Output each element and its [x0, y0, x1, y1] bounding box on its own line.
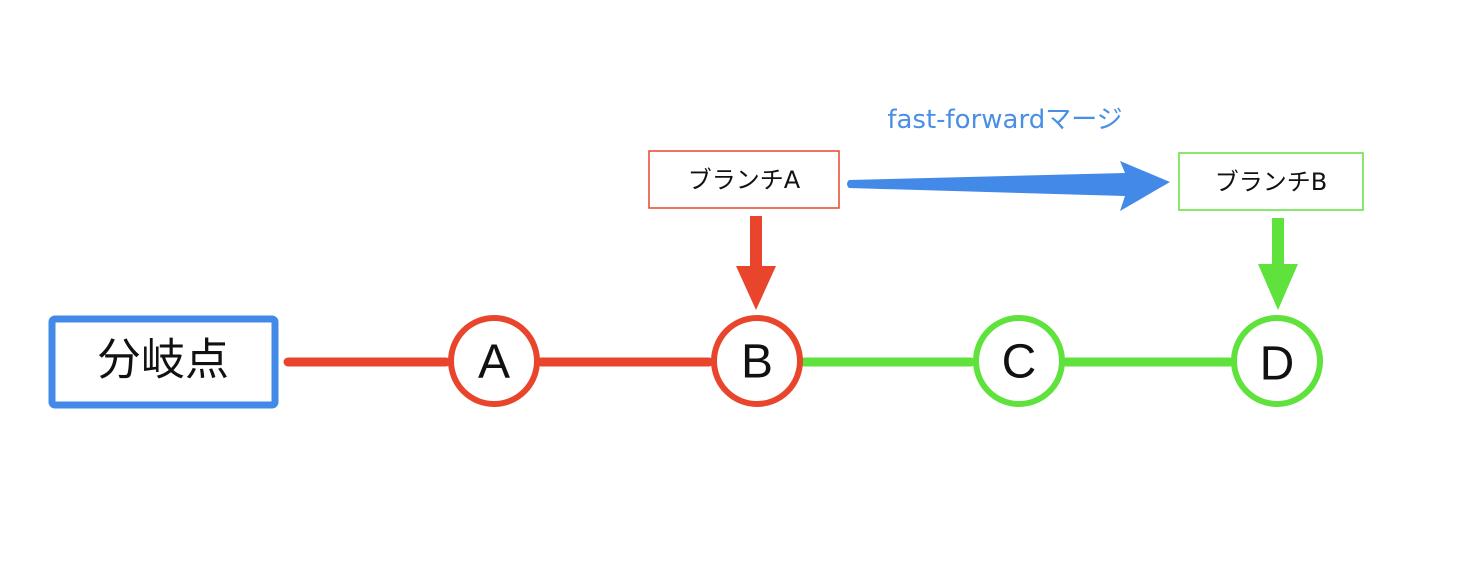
branch-b-arrow-shaft: [1272, 218, 1284, 268]
commit-circle-d: [1231, 315, 1323, 407]
branch-b-frame: [1178, 152, 1364, 211]
branch-b-arrow-head: [1258, 264, 1298, 310]
branch-b-label-box: ブランチB: [1178, 152, 1364, 211]
branch-b-label: ブランチB: [1215, 168, 1327, 196]
origin-box: 分岐点: [48, 315, 279, 409]
merge-arrow: [847, 161, 1170, 211]
merge-arrow-body: [847, 161, 1170, 211]
branch-a-arrow-shaft: [750, 216, 762, 270]
commit-node-c: C: [973, 315, 1065, 407]
commit-node-b: B: [711, 315, 803, 407]
commit-node-d: D: [1231, 315, 1323, 407]
commit-label-a: A: [478, 336, 510, 389]
commit-circle-c: [973, 315, 1065, 407]
branch-a-label-box: ブランチA: [648, 150, 840, 209]
branch-b-pointer-arrow: [1258, 218, 1298, 310]
commit-circle-b: [711, 315, 803, 407]
commit-node-a: A: [448, 315, 540, 407]
merge-caption: fast-forwardマージ: [887, 105, 1122, 135]
origin-label: 分岐点: [97, 335, 229, 386]
commit-label-c: C: [1002, 336, 1037, 389]
origin-box-frame: [48, 315, 279, 409]
commit-label-d: D: [1260, 338, 1295, 391]
commit-label-b: B: [741, 336, 773, 389]
branch-a-pointer-arrow: [736, 216, 776, 310]
commit-circle-a: [448, 315, 540, 407]
branch-a-arrow-head: [736, 266, 776, 310]
branch-a-frame: [648, 150, 840, 209]
branch-a-label: ブランチA: [688, 166, 801, 194]
